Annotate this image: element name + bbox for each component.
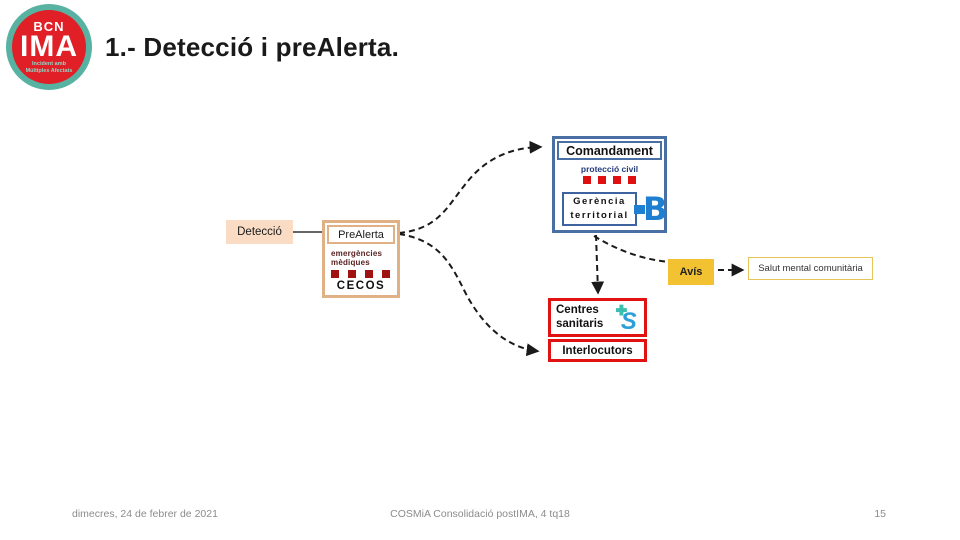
- emergencies-label-line2: mèdiques: [331, 258, 370, 268]
- footer-document-title: COSMiA Consolidació postIMA, 4 tq18: [390, 508, 570, 520]
- footer-date: dimecres, 24 de febrer de 2021: [72, 508, 218, 520]
- deteccio-box: Detecció: [226, 220, 293, 244]
- interlocutors-box: Interlocutors: [548, 339, 647, 362]
- salut-mental-box: Salut mental comunitària: [748, 257, 873, 280]
- centres-sanitaris-box: Centres sanitaris S: [548, 298, 647, 337]
- gerencia-label-line2: territorial: [570, 210, 629, 221]
- line-comandament-avis: [593, 235, 671, 263]
- red-squares-icon: [583, 176, 636, 185]
- prealerta-box: PreAlerta: [327, 225, 395, 244]
- proteccio-civil-logo: protecció civil: [555, 164, 664, 185]
- arrow-prealerta-interlocutors: [398, 233, 540, 357]
- barcelona-b-letter: B: [643, 190, 668, 228]
- bcn-ima-logo-inner: BCN IMA Incident amb Múltiples Afectats: [12, 10, 86, 84]
- cecos-label: CECOS: [336, 280, 386, 292]
- logo-ima-text: IMA: [20, 29, 78, 63]
- dark-red-squares-icon: [331, 270, 390, 279]
- footer-page-number: 15: [874, 508, 886, 520]
- comandament-box: Comandament: [557, 141, 662, 160]
- logo-subtext-line2: Múltiples Afectats: [25, 67, 73, 74]
- proteccio-civil-label: protecció civil: [580, 164, 639, 174]
- slide-title: 1.- Detecció i preAlerta.: [105, 32, 399, 62]
- svg-text:S: S: [621, 308, 637, 331]
- arrow-comandament-centres: [591, 234, 605, 295]
- centres-sanitaris-label: Centres sanitaris: [556, 304, 604, 330]
- comandament-group-box: Comandament protecció civil Gerència ter…: [552, 136, 667, 233]
- cecos-group-box: PreAlerta emergències mèdiques CECOS: [322, 220, 400, 298]
- salut-catalunya-icon: S: [616, 304, 637, 332]
- emergencies-label-line1: emergències: [331, 249, 383, 258]
- bcn-ima-logo-icon: BCN IMA Incident amb Múltiples Afectats: [6, 4, 92, 90]
- emergencies-mediques-logo: emergències mèdiques: [331, 249, 390, 279]
- logo-subtext-line1: Incident amb: [32, 61, 66, 68]
- barcelona-b-icon: B: [634, 190, 668, 228]
- gerencia-territorial-box: Gerència territorial: [562, 192, 637, 226]
- avis-box: Avís: [668, 259, 714, 285]
- logo-bcn-text: BCN: [33, 18, 65, 34]
- barcelona-b-bar: [634, 205, 645, 215]
- gerencia-label-line1: Gerència: [573, 195, 626, 207]
- arrow-prealerta-comandament: [398, 140, 543, 234]
